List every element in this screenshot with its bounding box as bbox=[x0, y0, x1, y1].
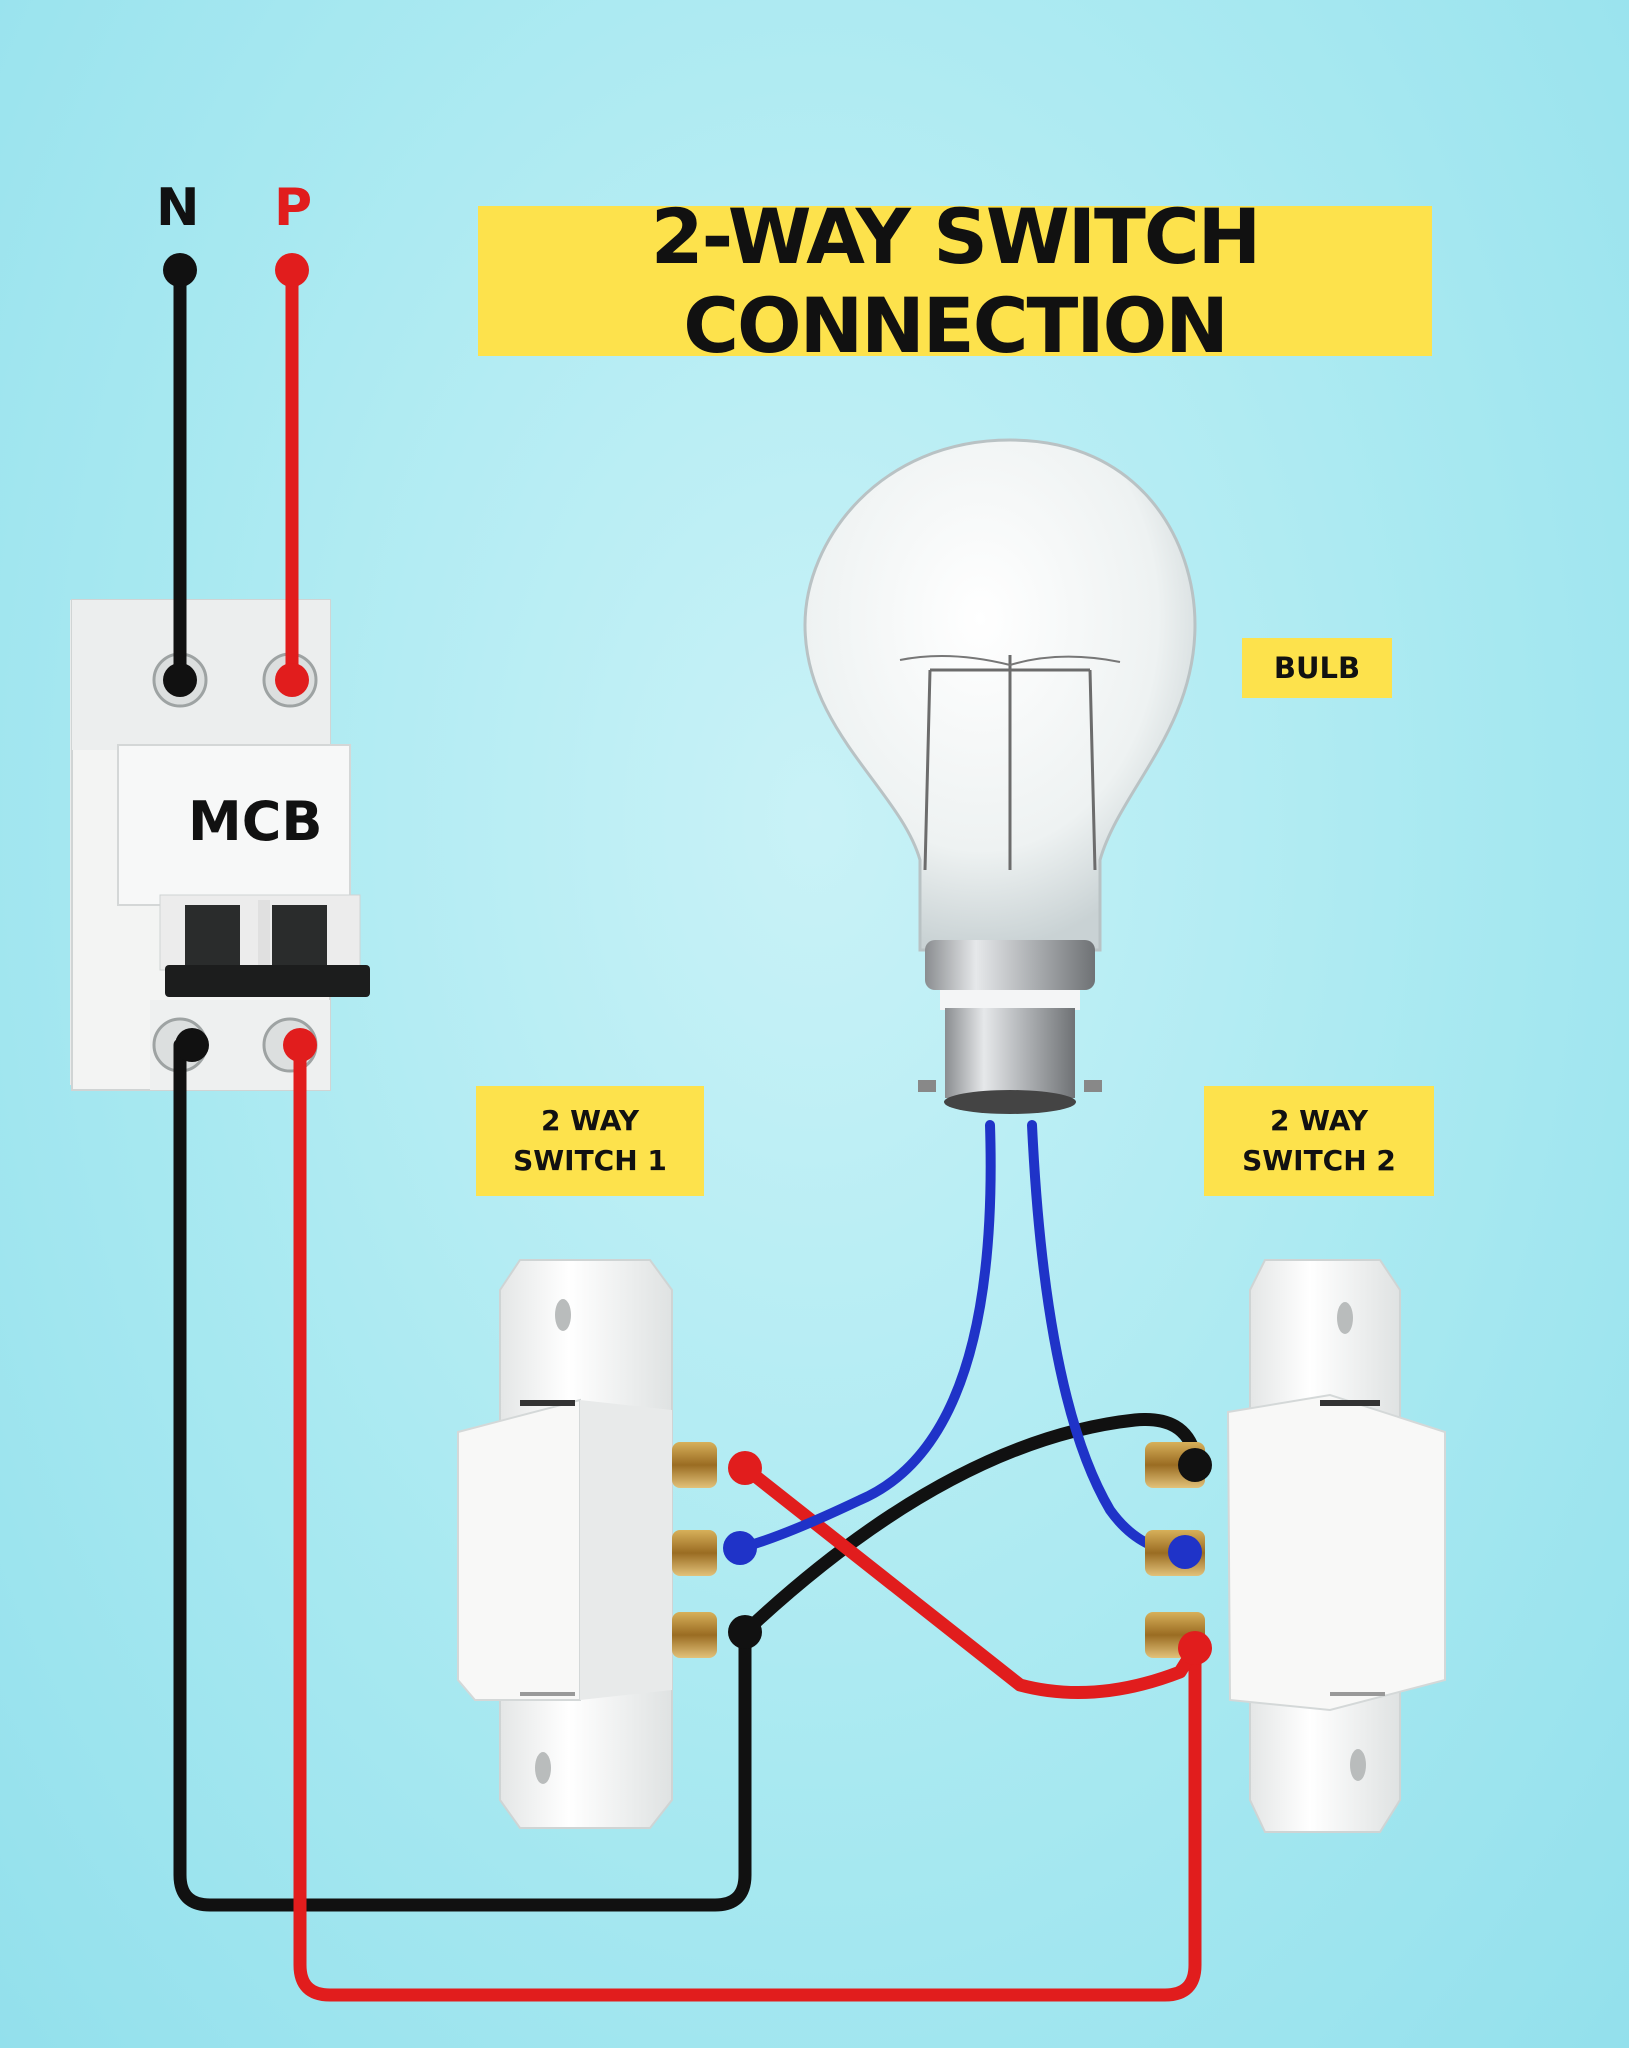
neutral-wire bbox=[173, 263, 1202, 1912]
switch-terminal-dots bbox=[723, 1448, 1212, 1665]
switch2-top-dot bbox=[1178, 1448, 1212, 1482]
phase-label: P bbox=[274, 178, 313, 238]
mcb-neutral-out-dot bbox=[175, 1028, 209, 1062]
bulb-label: BULB bbox=[1242, 638, 1392, 698]
neutral-input-dot bbox=[163, 253, 197, 287]
switch2-label-line1: 2 WAY bbox=[1269, 1104, 1369, 1137]
mcb-label: MCB bbox=[188, 790, 323, 853]
phase-wire bbox=[285, 263, 1202, 2002]
page-title: 2-WAY SWITCH CONNECTION bbox=[650, 192, 1262, 370]
phase-input-dot bbox=[275, 253, 309, 287]
mcb-neutral-in-dot bbox=[163, 663, 197, 697]
mcb-breaker bbox=[70, 599, 370, 1091]
neutral-label: N bbox=[156, 178, 200, 238]
mcb-phase-in-dot bbox=[275, 663, 309, 697]
switch2-middle-dot bbox=[1168, 1535, 1202, 1569]
bulb-label-text: BULB bbox=[1273, 651, 1361, 685]
bulb-wires bbox=[735, 1120, 1190, 1557]
switch2-label: 2 WAY SWITCH 2 bbox=[1204, 1086, 1434, 1196]
switch-1 bbox=[457, 1259, 717, 1829]
switch2-label-line2: SWITCH 2 bbox=[1242, 1144, 1396, 1177]
switch1-bottom-dot bbox=[728, 1615, 762, 1649]
switch1-label: 2 WAY SWITCH 1 bbox=[476, 1086, 704, 1196]
switch1-label-line1: 2 WAY bbox=[540, 1104, 640, 1137]
terminal-dots bbox=[163, 253, 317, 1062]
switch2-bottom-dot bbox=[1178, 1631, 1212, 1665]
switch1-top-dot bbox=[728, 1451, 762, 1485]
mcb-phase-out-dot bbox=[283, 1028, 317, 1062]
switch1-middle-dot bbox=[723, 1531, 757, 1565]
title-banner: 2-WAY SWITCH CONNECTION bbox=[478, 192, 1432, 370]
switch1-label-line2: SWITCH 1 bbox=[513, 1144, 667, 1177]
light-bulb bbox=[803, 438, 1197, 1114]
